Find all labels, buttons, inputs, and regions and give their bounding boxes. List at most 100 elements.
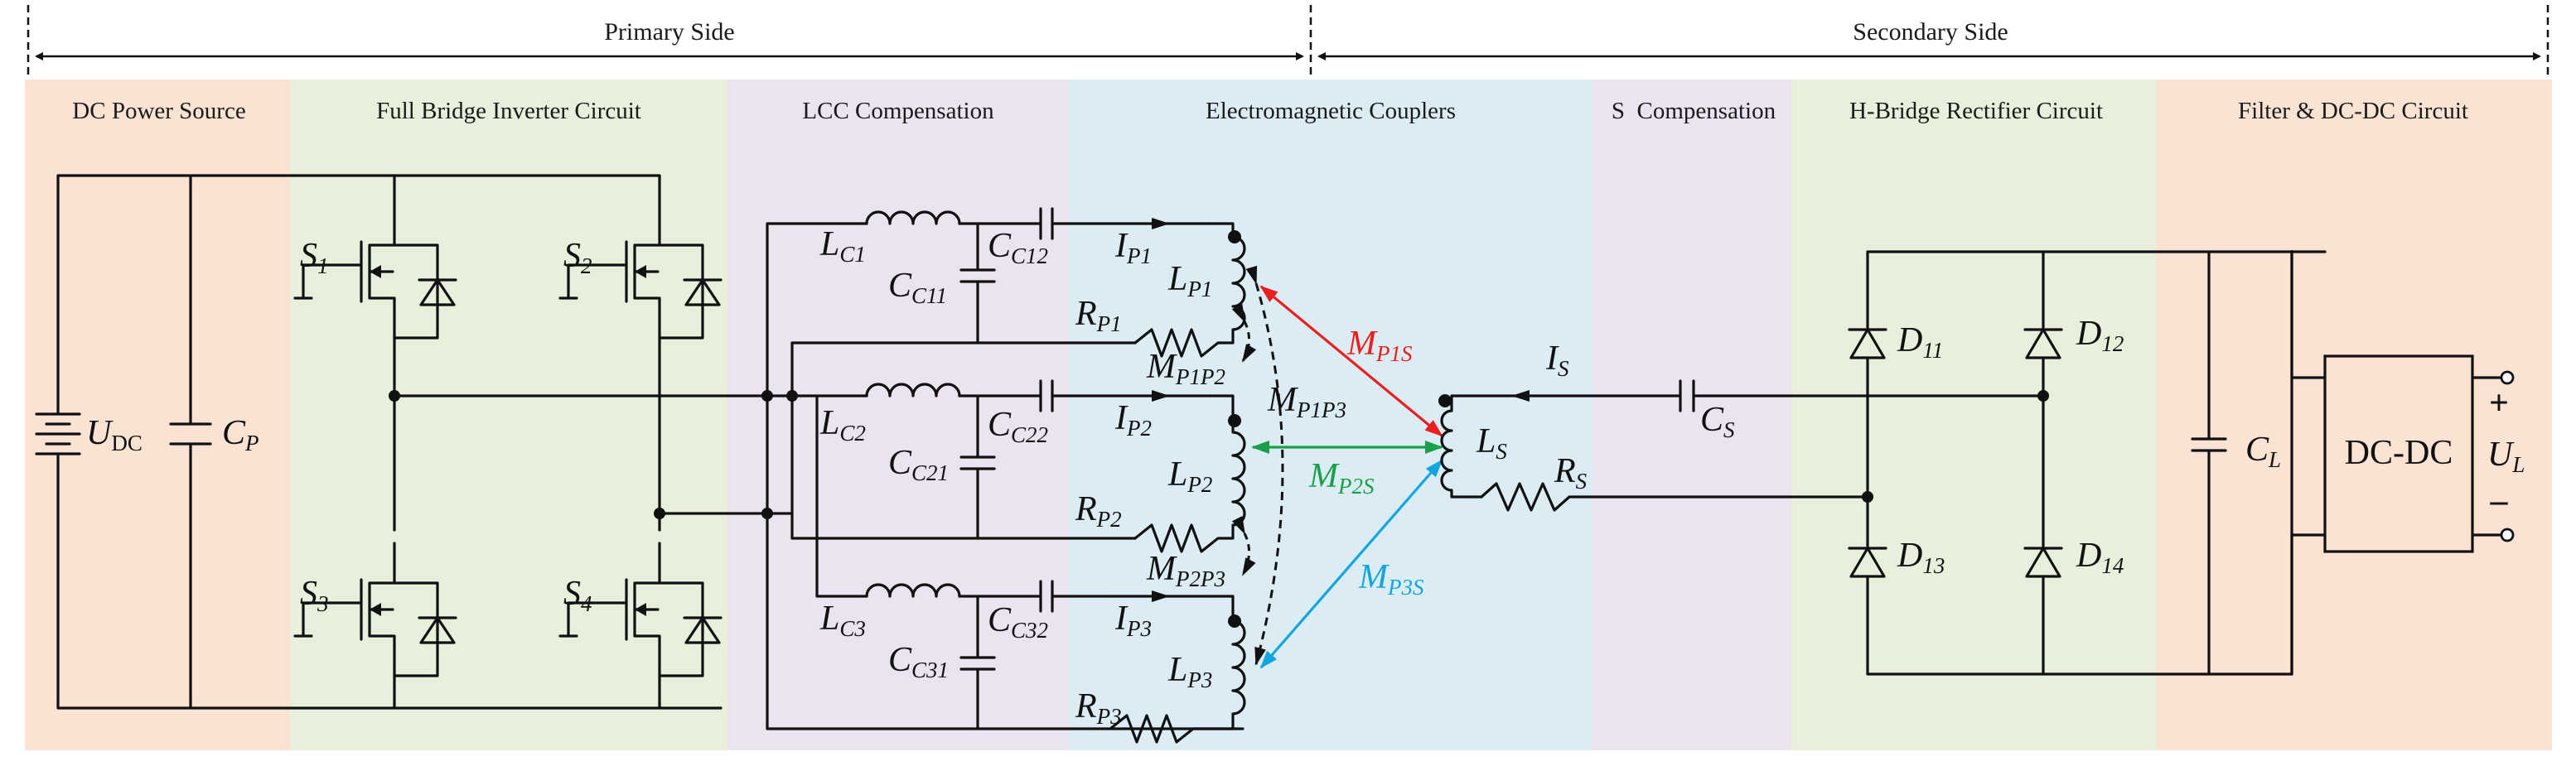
section-title-s-comp: S Compensation [1612,98,1776,124]
mosfet-s4-icon [558,542,723,677]
label-s3: S3 [300,575,329,616]
junction-dot [761,390,773,402]
section-title-filter: Filter & DC-DC Circuit [2238,98,2468,124]
junction-dot [786,390,798,402]
junction-dot [654,508,665,519]
mosfet-s3-icon [293,542,457,677]
label-cs: CS [1700,401,1735,442]
section-titles: DC Power Source Full Bridge Inverter Cir… [72,98,2468,124]
label-cc22: CC22 [988,406,1048,447]
label-lp3: LP3 [1167,651,1212,692]
mosfet-s2-icon [558,204,723,340]
section-bands [25,80,2552,750]
coil-lp3-icon [1208,595,1246,716]
dot-marker [1228,414,1241,427]
lcc-branch-1 [865,207,1235,358]
coil-lp2-icon [1208,394,1246,527]
label-cp: CP [222,414,259,455]
label-lp1: LP1 [1167,260,1212,301]
terminal-minus-icon [2500,528,2515,542]
label-udc: UDC [86,414,143,455]
label-rp3: RP3 [1075,687,1122,729]
junction-dot [389,390,400,402]
label-s4: S4 [563,575,592,616]
label-d11: D11 [1897,321,1943,363]
section-title-couplers: Electromagnetic Couplers [1206,98,1456,124]
label-d13: D13 [1897,537,1945,578]
label-cc31: CC31 [888,641,949,682]
label-minus: – [2490,482,2509,520]
dc-source-block [35,174,723,710]
section-title-dc: DC Power Source [72,98,245,124]
label-cc21: CC21 [888,444,949,485]
label-plus: + [2489,384,2509,422]
label-cc11: CC11 [888,267,947,308]
inverter-block [293,174,794,710]
label-ip2: IP2 [1114,399,1152,441]
section-band-lcc [727,80,1069,750]
label-lc2: LC2 [819,404,866,446]
rectifier-wires [1866,250,2293,676]
dcdc-box [2323,354,2474,553]
junction-dot [761,508,773,519]
coil-ls-icon [1440,394,1518,499]
label-mp1p3: MP1P3 [1267,381,1346,422]
dot-marker [1228,614,1241,628]
section-title-rectifier: H-Bridge Rectifier Circuit [1849,98,2103,124]
mutual-p3s-arrow [1259,459,1443,669]
junction-dot [1862,491,1873,503]
label-cc32: CC32 [988,601,1048,643]
label-lc3: LC3 [819,600,866,641]
rectifier-block [1848,250,2293,676]
battery-icon [35,412,81,455]
label-mp3s: MP3S [1358,558,1424,600]
side-header: Primary Side Secondary Side [27,5,2549,80]
lcc-bus-wires [766,222,1245,730]
label-is: IS [1545,340,1569,381]
mosfet-s1-icon [293,204,457,340]
couplers-block [1208,222,1518,716]
label-lc1: LC1 [819,225,866,267]
label-ip3: IP3 [1114,600,1152,641]
section-band-filter [2156,80,2552,750]
label-mp2p3: MP2P3 [1146,550,1225,591]
component-labels: UDC CP S1 S2 S3 S4 LC1 LC2 LC3 CC11 CC21… [86,225,2525,729]
lcc-branch-3 [865,580,1235,744]
label-mp2s: MP2S [1308,457,1375,499]
terminal-plus-icon [2500,370,2515,385]
section-title-inverter: Full Bridge Inverter Circuit [376,98,641,124]
label-rs: RS [1554,452,1588,494]
primary-side-title: Primary Side [604,18,735,46]
label-ls: LS [1476,422,1507,464]
filter-block [2191,250,2515,676]
label-cl: CL [2245,431,2281,472]
junction-dot [2037,390,2049,402]
secondary-side-title: Secondary Side [1853,18,2008,46]
mutual-p1s-arrow [1259,285,1443,437]
label-s1: S1 [300,237,329,278]
dc-rail-wires [56,174,723,710]
label-cc12: CC12 [988,227,1048,268]
dot-marker [1228,230,1241,243]
label-s2: S2 [563,237,592,278]
label-mp1p2: MP1P2 [1146,348,1225,389]
section-band-rectifier [1791,80,2156,750]
lcc-block [761,207,1245,744]
label-d14: D14 [2076,537,2124,578]
dcdc-connections [2290,250,2502,676]
label-rp2: RP2 [1075,490,1122,532]
label-lp2: LP2 [1167,455,1212,497]
mutual-p2p3-arrow [1231,515,1256,576]
section-title-lcc: LCC Compensation [802,98,994,124]
inverter-wires [393,174,794,710]
label-dcdc: DC-DC [2345,434,2453,472]
label-d12: D12 [2076,315,2124,356]
dot-marker [1438,394,1452,407]
section-band-inverter [290,80,727,750]
section-band-s-comp [1592,80,1791,750]
lcc-branch-2 [865,379,1235,553]
label-ip1: IP1 [1114,227,1152,268]
label-ul: UL [2487,436,2525,477]
label-mp1s: MP1S [1346,325,1413,366]
